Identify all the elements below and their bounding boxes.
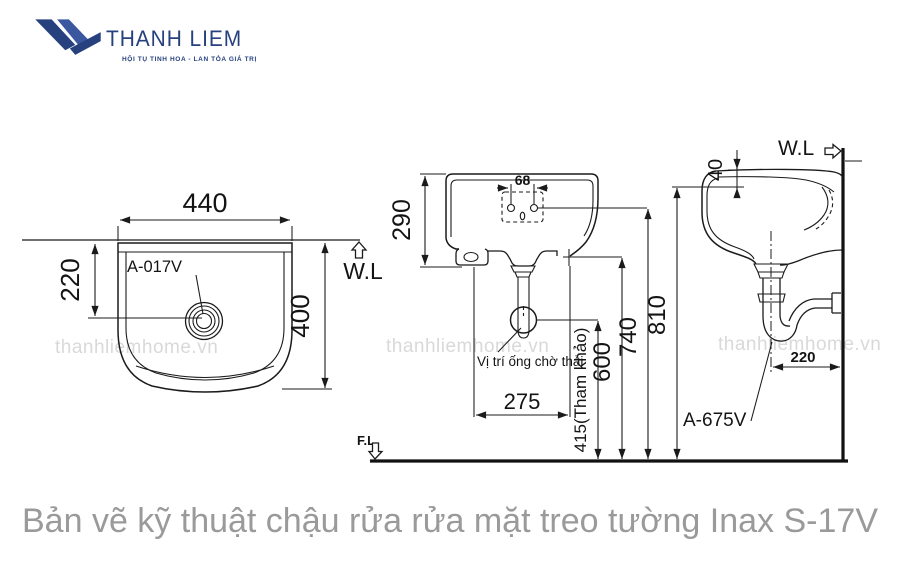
drain-part-label: A-017V [127,258,182,276]
drawing-caption: Bản vẽ kỹ thuật chậu rửa rửa mặt treo tư… [22,502,878,540]
side-wall-line-label: W.L [778,137,814,160]
dim-275: 275 [504,389,541,414]
brand-name: THANH LIEM [106,26,243,51]
mount-hole-left [506,203,516,213]
mount-hole-right [529,203,539,213]
sink-side-front-edge [701,170,757,265]
p-trap [753,231,841,372]
brand-logo-icon [35,19,101,55]
sink-plan-inner [125,252,285,381]
wall-direction-up-icon [350,241,368,259]
sink-plan-outline [117,242,293,393]
plan-wall-line-label: W.L [343,258,383,284]
brand-tagline: HỘI TỤ TINH HOA - LAN TỎA GIÁ TRỊ [122,56,257,63]
watermark: thanhliemhome.vn [55,337,219,358]
dim-810: 810 [644,295,671,335]
dim-68: 68 [515,172,531,188]
side-view: W.L [683,137,862,461]
overflow-housing [455,248,489,266]
waste-pipe-position [509,306,538,334]
sink-front-corner [445,237,459,250]
dim-740: 740 [615,317,642,357]
trap-part-leader [750,341,773,422]
dim-600: 600 [589,342,616,382]
dim-400: 400 [285,294,315,337]
sink-side-rim [715,168,844,179]
dim-290: 290 [388,199,416,241]
dim-220-side: 220 [790,349,815,366]
wall-direction-right-icon [824,143,843,160]
sink-front-inner [450,179,594,237]
dim-220: 220 [55,258,85,301]
floor-direction-down-icon [367,442,384,460]
overflow-channel-dashed [815,189,834,230]
waste-note-label: Vị trí ống chờ thải [477,354,583,369]
plan-view: W.L 440 220 400 [22,188,383,393]
sink-front-bottom [488,250,558,267]
drain-plan [184,301,224,341]
watermark: thanhliemhome.vn [718,334,882,355]
dim-415: 415(Tham khảo) [571,328,590,453]
floor-line-label: F.L [357,433,375,448]
front-view: 68 290 Vị trí ống chờ thải [357,172,848,463]
mount-template [501,191,544,223]
dim-440: 440 [182,188,227,218]
drain-part-leader [195,274,204,315]
sink-front-outline [445,173,599,257]
sink-side-underside [779,249,843,266]
mount-slot [519,211,526,221]
brand-logo: THANH LIEM HỘI TỤ TINH HOA - LAN TỎA GIÁ… [28,12,298,67]
overflow-hole [463,251,479,263]
waste-note-leader [497,327,522,353]
dim-40: 40 [705,159,727,181]
trap-part-label: A-675V [683,410,747,431]
drain-front [509,265,538,339]
sink-plan-basin-edge [135,365,275,379]
